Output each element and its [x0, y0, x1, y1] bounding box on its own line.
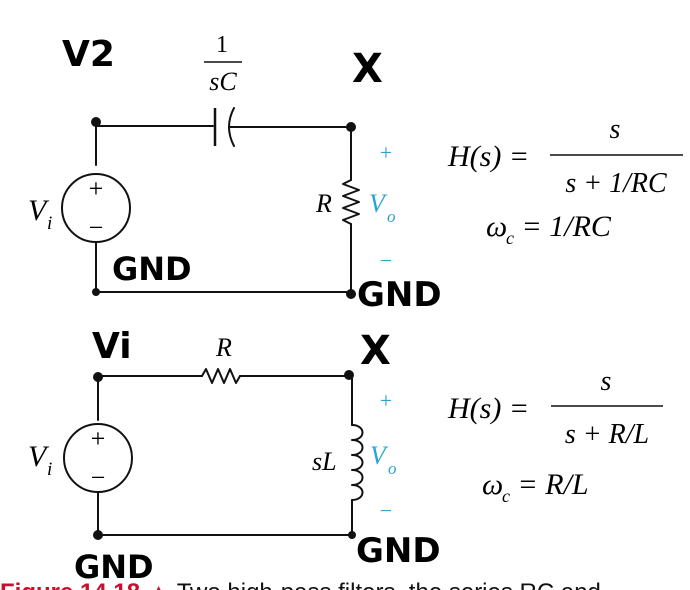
figure-caption: Figure 14.18 ▲ Two high-pass filters, th… [0, 579, 601, 590]
caption-text: Two high-pass filters, the series RC and [170, 579, 600, 590]
top-res-label: R [315, 189, 332, 218]
top-cap-numerator: 1 [216, 32, 228, 58]
top-h-lhs: H(s) = [447, 140, 529, 173]
bottom-resistor [201, 368, 241, 384]
top-source-sub: i [47, 213, 52, 234]
top-out-label: V [369, 189, 388, 218]
top-circuit: V2 X 1 sC + − V i R + V o − [28, 32, 683, 315]
caption-line: Figure 14.18 ▲ Two high-pass filters, th… [0, 579, 601, 590]
bottom-source-minus: − [91, 463, 106, 492]
top-h-denominator: s + 1/RC [565, 168, 667, 199]
bottom-source-label: V [28, 440, 50, 473]
bottom-h-denominator: s + R/L [565, 419, 649, 450]
bottom-res-label: R [215, 333, 232, 362]
bottom-node-label: Vi [92, 326, 132, 367]
bottom-out-label: V [370, 441, 389, 470]
top-wc-sub: c [506, 228, 514, 248]
top-h-numerator: s [610, 114, 621, 145]
top-gnd-right: GND [357, 275, 442, 315]
top-wc-symbol: ω [486, 210, 507, 243]
bottom-inductor [351, 424, 364, 501]
top-x-label: X [352, 46, 383, 92]
top-bottom-node-left [92, 288, 100, 296]
bottom-h-numerator: s [601, 366, 612, 397]
top-out-sub: o [387, 207, 396, 226]
bottom-ind-label: sL [312, 447, 337, 476]
bottom-plus-sign: + [380, 388, 392, 413]
bottom-wc-sub: c [502, 486, 510, 506]
top-resistor [342, 179, 360, 225]
top-gnd-left: GND [112, 250, 192, 288]
bottom-h-lhs: H(s) = [447, 392, 529, 425]
bottom-wc-rhs: = R/L [510, 468, 589, 501]
top-source-plus: + [89, 174, 104, 203]
top-source-minus: − [89, 213, 104, 242]
top-node-label: V2 [62, 34, 115, 75]
bottom-gnd-right: GND [356, 531, 441, 571]
bottom-bottom-node-left [93, 530, 103, 540]
bottom-source-plus: + [91, 424, 106, 453]
top-wc-rhs: = 1/RC [514, 210, 612, 243]
bottom-bottom-node-right [348, 531, 356, 539]
top-cap-denominator: sC [209, 67, 237, 96]
top-source-label: V [28, 194, 50, 227]
top-plus-sign: + [380, 140, 392, 165]
bottom-gnd-left: GND [74, 548, 154, 586]
bottom-x-label: X [360, 328, 391, 374]
bottom-minus-sign: − [380, 498, 392, 523]
top-bottom-node-right [346, 289, 356, 299]
bottom-out-sub: o [388, 459, 397, 478]
bottom-wc-symbol: ω [482, 468, 503, 501]
bottom-circuit: Vi X R + − V i sL + V o − GND GND H( [28, 326, 663, 586]
top-minus-sign: − [380, 248, 392, 273]
bottom-source-sub: i [47, 459, 52, 480]
caption-prefix: Figure 14.18 ▲ [0, 579, 170, 590]
